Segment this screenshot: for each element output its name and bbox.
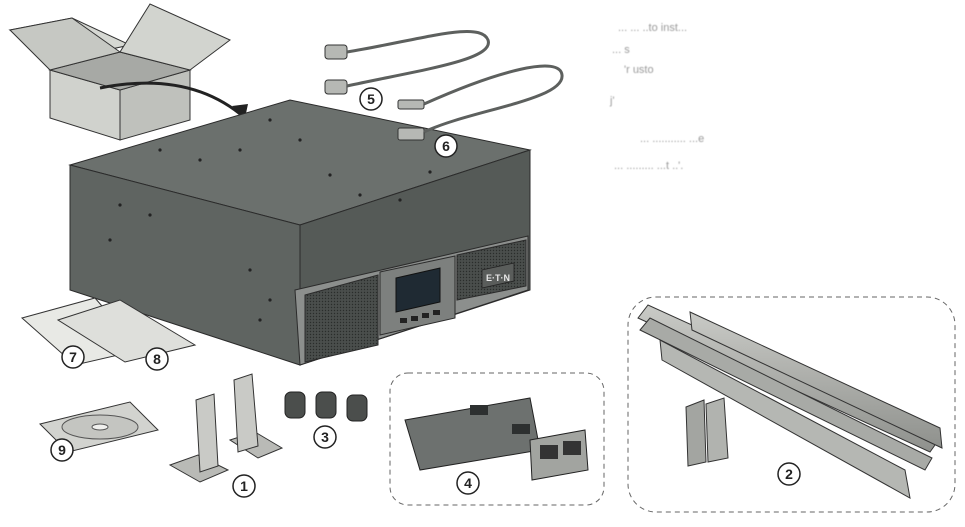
software-cd: [39, 401, 159, 453]
callout-4: 4: [456, 471, 480, 495]
front-grille-left: [304, 274, 379, 363]
callout-5: 5: [359, 87, 383, 111]
lcd-display: [395, 267, 441, 313]
panel-button-3: [422, 313, 429, 318]
user-guide-sheets: [20, 297, 197, 366]
callout-6: 6: [434, 134, 458, 158]
svg-text:1: 1: [240, 478, 248, 494]
callout-1: 1: [232, 474, 256, 498]
callout-3: 3: [313, 425, 337, 449]
faded-text-line-4: j': [610, 95, 615, 107]
svg-text:E·T·N: E·T·N: [486, 273, 510, 283]
callout-8: 8: [145, 347, 169, 371]
svg-text:6: 6: [442, 138, 450, 154]
svg-text:8: 8: [153, 351, 161, 367]
serial-cable: [324, 30, 490, 95]
svg-text:9: 9: [58, 442, 66, 458]
svg-text:4: 4: [464, 475, 472, 491]
callout-2: 2: [777, 462, 801, 486]
svg-text:7: 7: [69, 349, 77, 365]
cable-grommets: [284, 391, 368, 422]
svg-text:2: 2: [785, 466, 793, 482]
callout-9: 9: [50, 438, 74, 462]
panel-button-4: [433, 310, 440, 315]
faded-text-line-1: ... ... ..to inst...: [618, 22, 688, 34]
panel-button-2: [411, 316, 418, 321]
rail-kit-box: [627, 296, 956, 513]
panel-button-1: [400, 318, 407, 323]
eaton-logo: E·T·N: [481, 262, 515, 289]
shipping-box: [8, 3, 248, 141]
callout-7: 7: [61, 345, 85, 369]
faded-text-line-3: 'r usto: [624, 64, 654, 76]
faded-text-line-5: ... ........... ...e: [640, 133, 705, 145]
svg-text:5: 5: [367, 91, 375, 107]
svg-text:3: 3: [321, 429, 329, 445]
faded-text-line-6: ... ......... ...t ..'.: [614, 160, 684, 172]
usb-cable: [397, 64, 564, 141]
support-feet: [168, 373, 284, 483]
faded-text-line-2: ... s: [612, 44, 630, 56]
network-card-box: [389, 372, 605, 506]
